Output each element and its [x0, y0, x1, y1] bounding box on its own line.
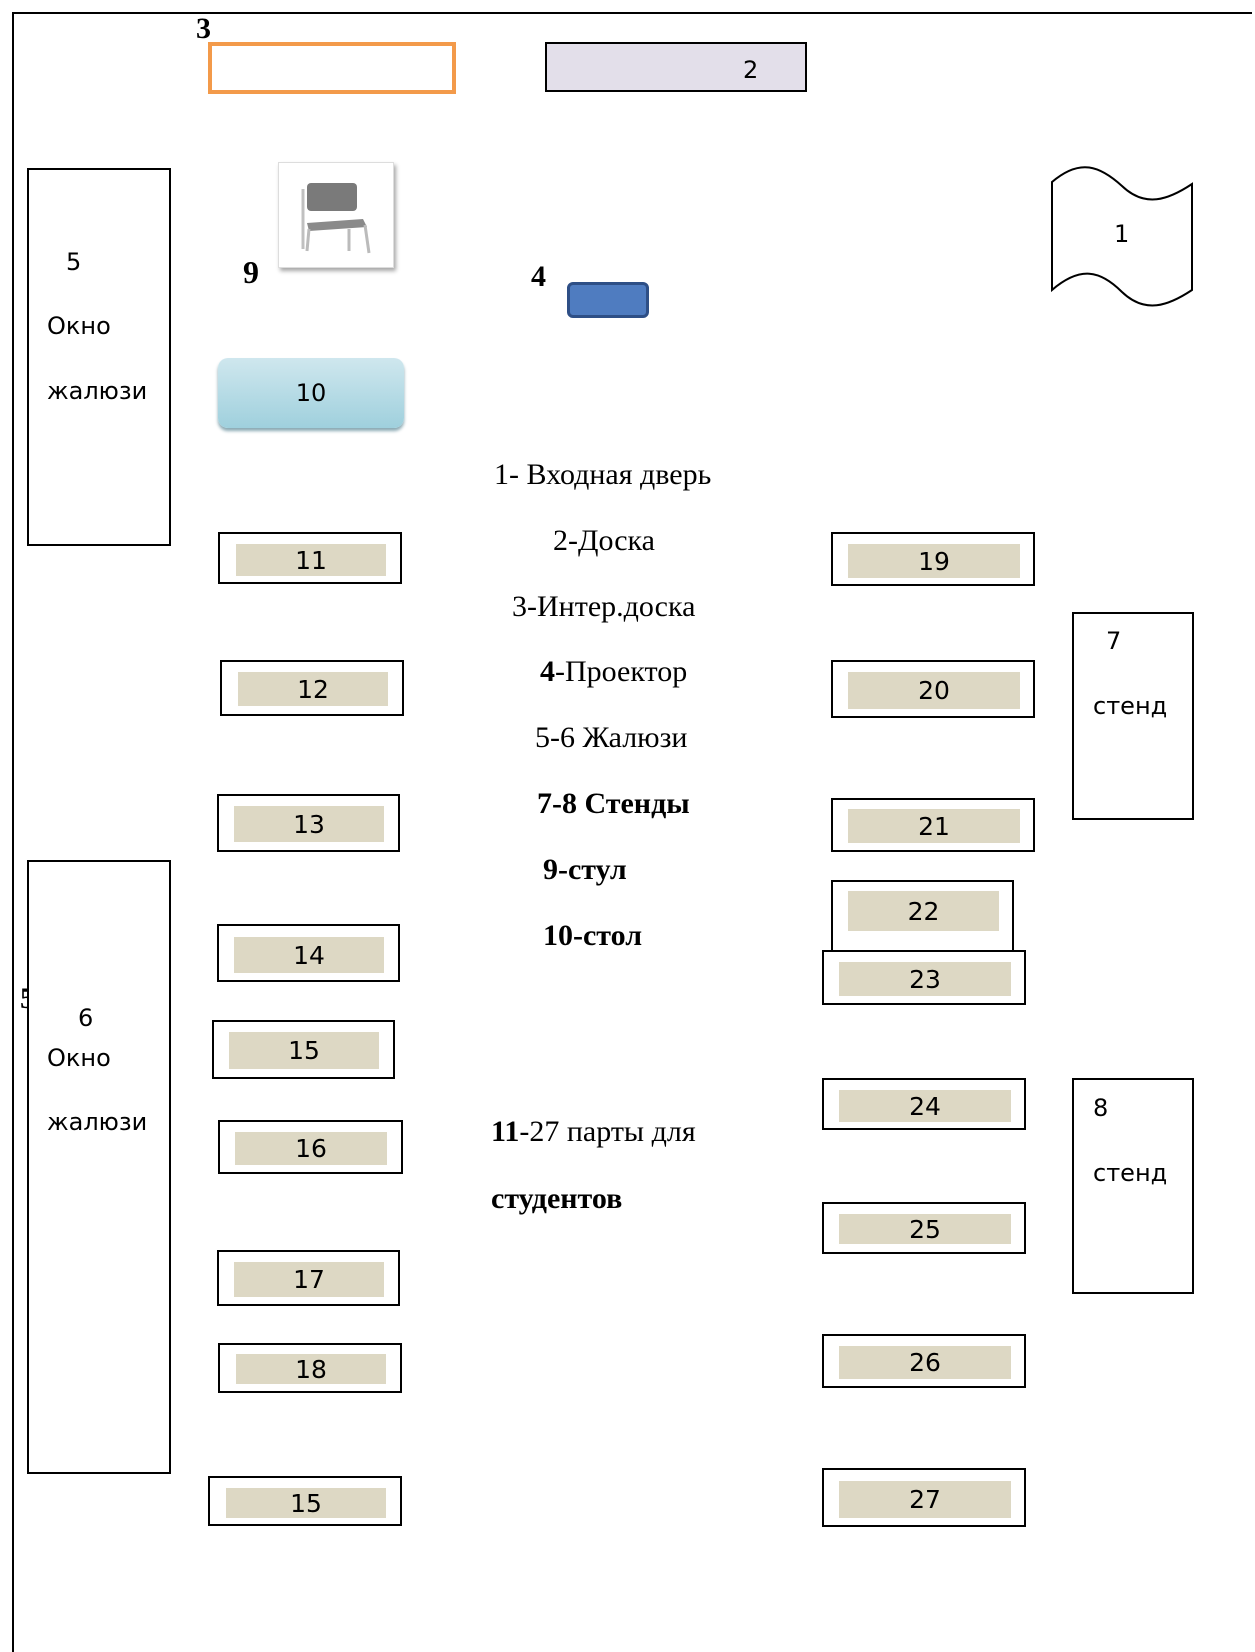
- legend-9-number: 11: [491, 1115, 520, 1148]
- desk-label: 25: [839, 1214, 1011, 1244]
- legend-line-2: 2-Доска: [553, 524, 655, 557]
- door-icon: [1051, 166, 1193, 307]
- board: 2: [545, 42, 807, 92]
- desk: 12: [220, 660, 404, 716]
- legend-line-6: 7-8 Стенды: [537, 787, 690, 820]
- chair: [278, 162, 394, 268]
- desk-label: 14: [234, 937, 384, 973]
- desk-label: 26: [839, 1346, 1011, 1379]
- desk: 14: [217, 924, 400, 982]
- chair-icon: [301, 183, 371, 254]
- desk: 26: [822, 1334, 1026, 1388]
- stand-7-label: стенд: [1093, 692, 1168, 720]
- desk-label: 20: [848, 672, 1020, 709]
- desk-label: 13: [234, 806, 384, 842]
- desk: 18: [218, 1343, 402, 1393]
- desk-label: 17: [234, 1262, 384, 1297]
- teacher-table: 10: [218, 358, 404, 428]
- desk-label: 23: [839, 962, 1011, 996]
- desk: 25: [822, 1202, 1026, 1254]
- desk: 16: [218, 1120, 403, 1174]
- desk-label: 11: [236, 544, 386, 576]
- stray-number: 5: [20, 982, 28, 1016]
- desk: 22: [831, 880, 1014, 952]
- stand-7: [1072, 612, 1194, 820]
- legend-line-10: студентов: [491, 1182, 623, 1215]
- legend-9-text: -27 парты для: [519, 1115, 696, 1148]
- legend-line-8: 10-стол: [543, 919, 643, 952]
- desk: 15: [212, 1020, 395, 1079]
- legend-line-1: 1- Входная дверь: [494, 458, 712, 491]
- legend-4-text: -Проектор: [555, 655, 688, 688]
- desk: 21: [831, 798, 1035, 852]
- smartboard-number: 3: [196, 12, 211, 45]
- legend-line-7: 9-стул: [543, 853, 627, 886]
- desk-label: 18: [236, 1354, 386, 1384]
- desk-label: 19: [848, 544, 1020, 578]
- desk-label: 12: [238, 672, 388, 706]
- window-2-label: Окно: [47, 1044, 111, 1072]
- legend-4-number: 4: [540, 655, 555, 688]
- legend-line-9: 11-27 парты для: [491, 1115, 696, 1149]
- desk: 23: [822, 950, 1026, 1005]
- desk: 15: [208, 1476, 402, 1526]
- desk-label: 21: [848, 809, 1020, 843]
- window-1-label: Окно: [47, 312, 111, 340]
- stand-8-number: 8: [1093, 1094, 1109, 1122]
- desk: 24: [822, 1078, 1026, 1130]
- desk-label: 15: [226, 1488, 386, 1518]
- desk: 19: [831, 532, 1035, 586]
- legend-line-4: 4-Проектор: [540, 655, 687, 689]
- legend-line-5: 5-6 Жалюзи: [535, 721, 688, 754]
- desk: 11: [218, 532, 402, 584]
- desk: 27: [822, 1468, 1026, 1527]
- projector-number: 4: [531, 260, 546, 293]
- window-blinds-1: [27, 168, 171, 546]
- window-1-number: 5: [66, 248, 82, 276]
- desk: 20: [831, 660, 1035, 718]
- window-2-blinds-label: жалюзи: [47, 1108, 148, 1136]
- chair-number: 9: [243, 254, 259, 290]
- desk: 13: [217, 794, 400, 852]
- desk-label: 24: [839, 1090, 1011, 1122]
- stand-7-number: 7: [1106, 627, 1122, 655]
- desk-label: 16: [235, 1132, 387, 1165]
- window-1-blinds-label: жалюзи: [47, 377, 148, 405]
- desk-label: 22: [848, 891, 999, 931]
- legend-line-3: 3-Интер.доска: [512, 590, 696, 623]
- window-2-number: 6: [78, 1004, 94, 1032]
- stand-8-label: стенд: [1093, 1159, 1168, 1187]
- door-number: 1: [1114, 220, 1130, 248]
- board-number: 2: [743, 56, 759, 84]
- stand-8: [1072, 1078, 1194, 1294]
- desk: 17: [217, 1250, 400, 1306]
- desk-label: 27: [839, 1481, 1011, 1518]
- projector: [567, 282, 649, 318]
- desk-label: 15: [229, 1032, 379, 1069]
- smartboard: [208, 42, 456, 94]
- classroom-frame: [12, 12, 1252, 1652]
- teacher-table-number: 10: [295, 379, 327, 407]
- window-blinds-2: [27, 860, 171, 1474]
